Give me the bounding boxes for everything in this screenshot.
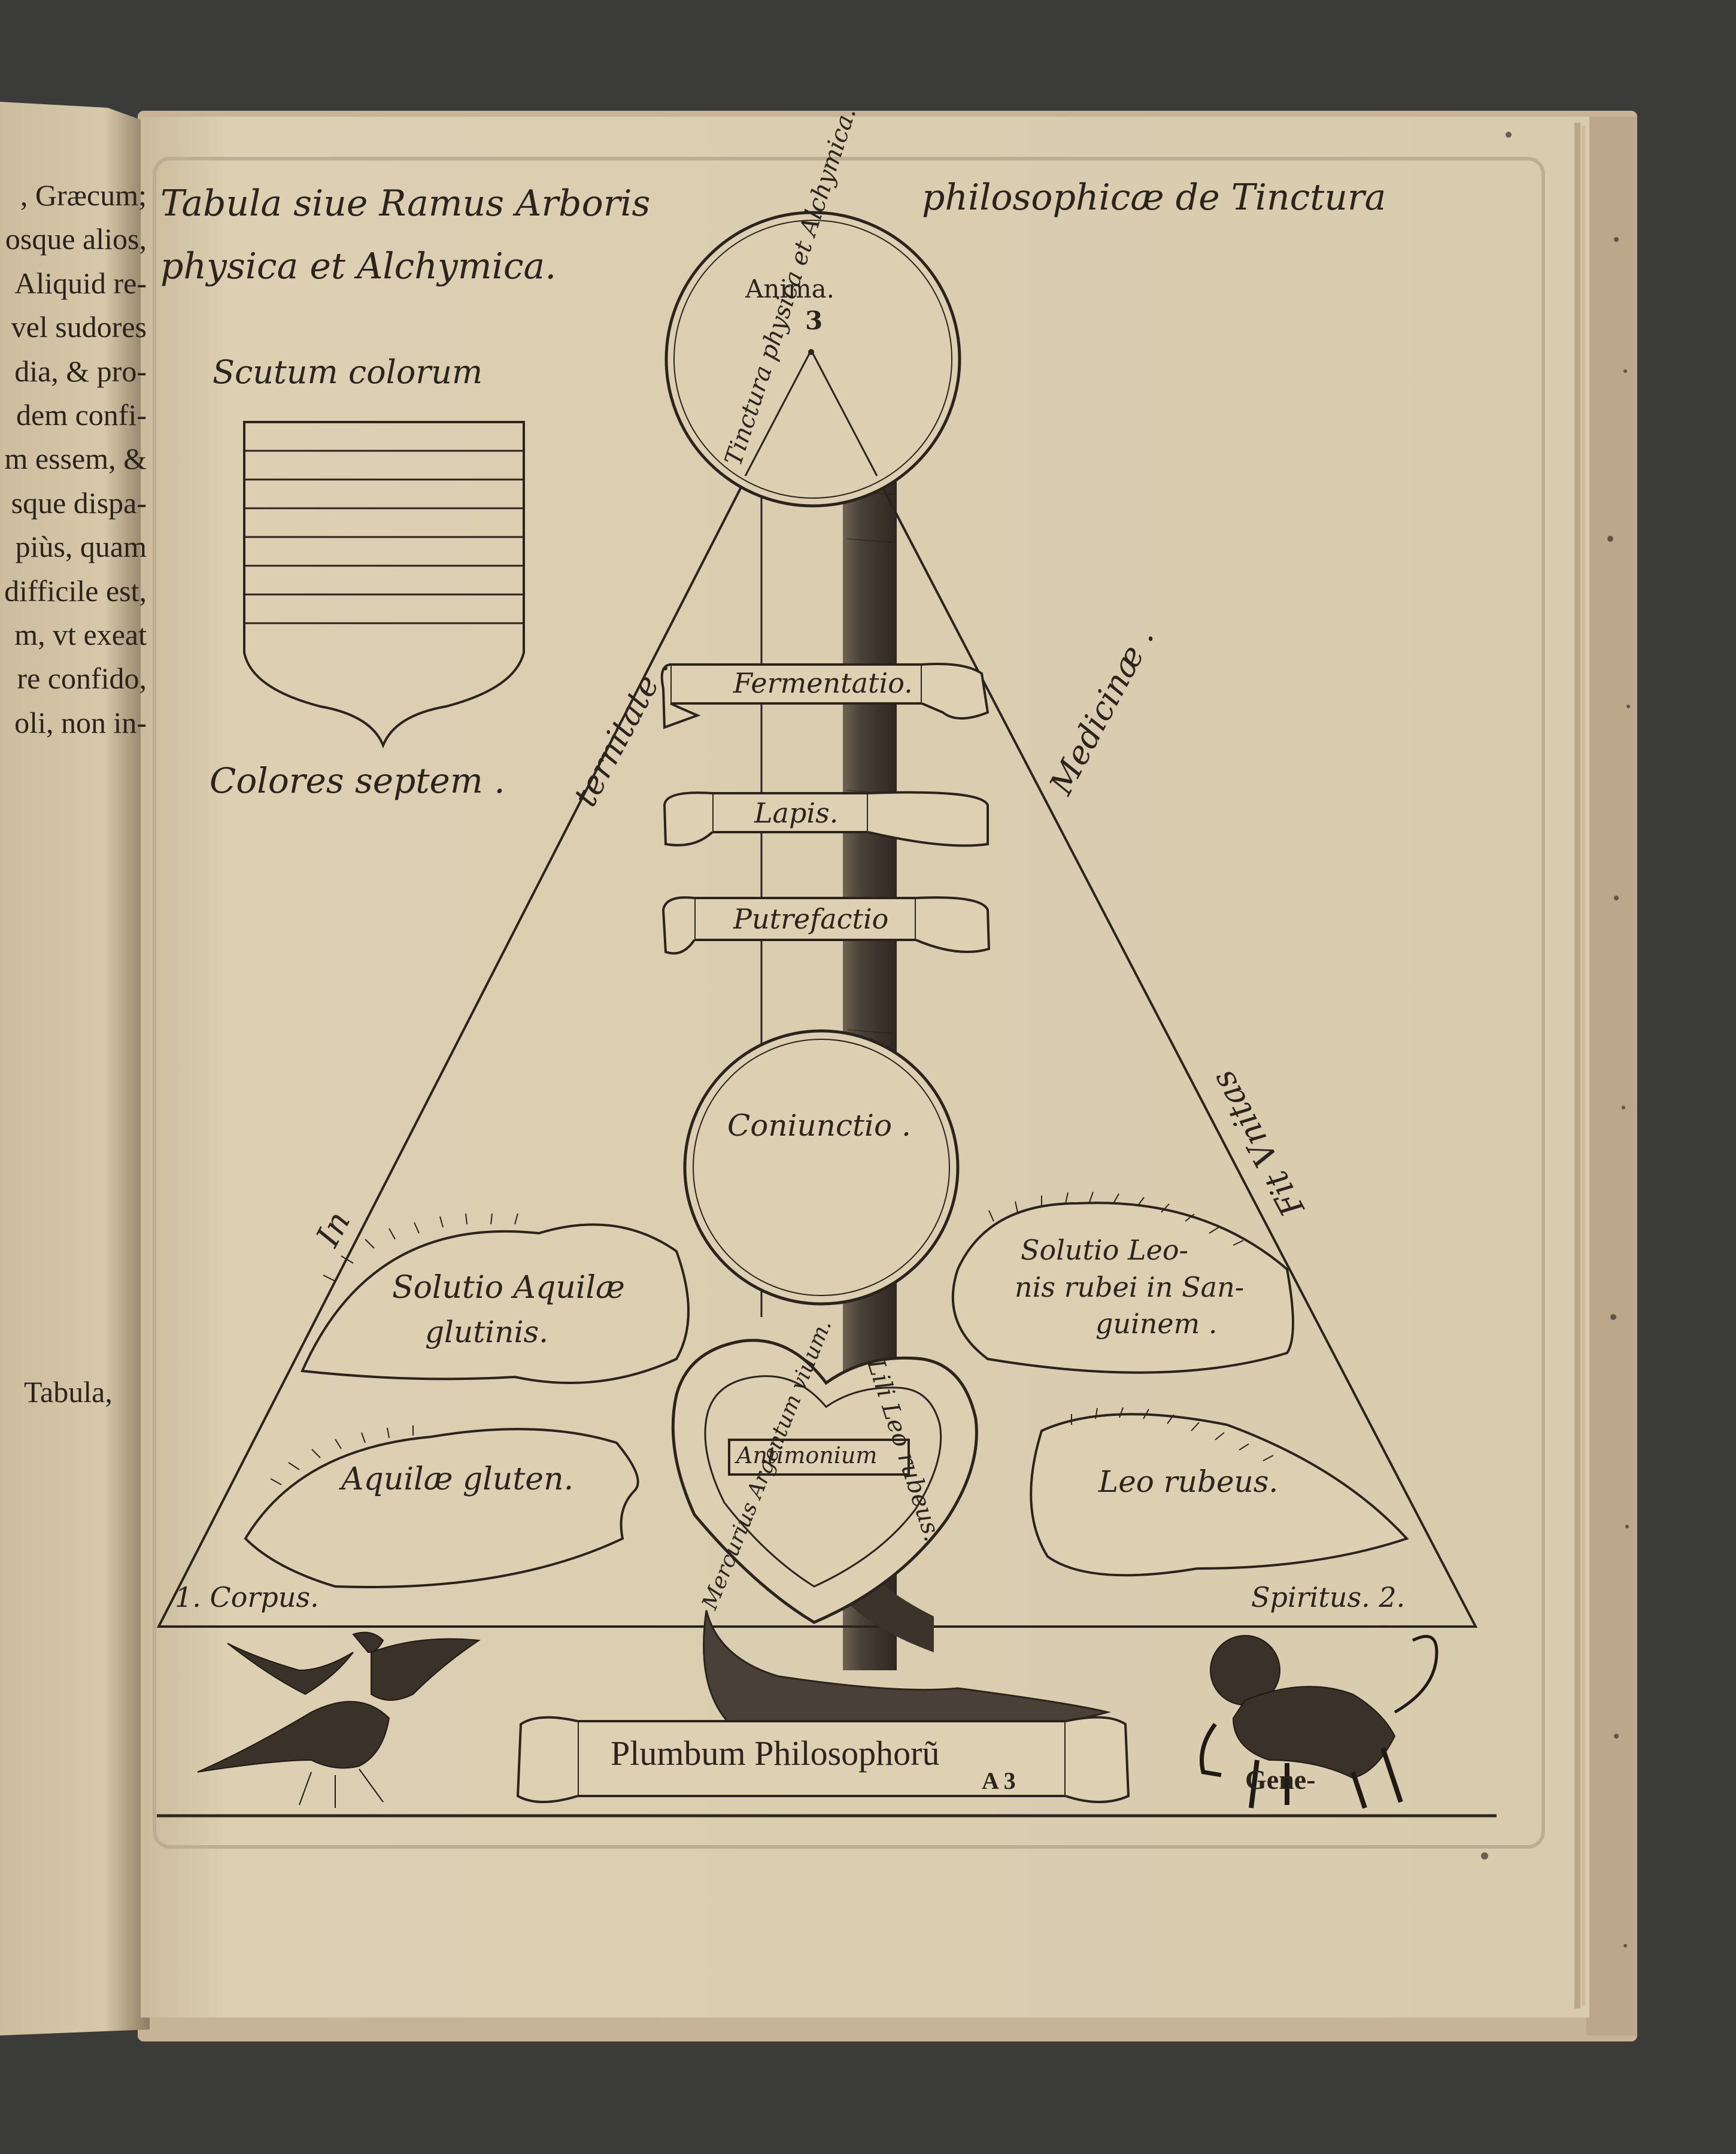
left-catchword: Tabula, [24, 1375, 113, 1409]
wing-lower-left: Aquilæ gluten. [341, 1461, 574, 1497]
left-line: m essem, & [4, 442, 147, 476]
apex-circle-outer [664, 211, 961, 508]
lion-emblem [1200, 1634, 1438, 1809]
shield-outline [243, 421, 525, 749]
shield-title: Scutum colorum [213, 353, 483, 391]
wing-shapes [244, 1202, 1409, 1588]
left-line: vel sudores [11, 310, 147, 344]
coniunctio-label: Coniunctio . [727, 1108, 911, 1143]
heart-outline [671, 1339, 978, 1624]
left-line: osque alios, [5, 222, 147, 256]
title-line-1: Tabula siue Ramus Arboris [160, 183, 651, 224]
scroll-putrefactio: Putrefactio [733, 903, 889, 935]
shield-caption: Colores septem . [210, 760, 505, 801]
left-line: m, vt exeat [14, 618, 147, 652]
root-scroll-label: Plumbum Philosophorũ [611, 1734, 940, 1773]
coniunctio-circle [683, 1029, 960, 1306]
wing-lower-right: Leo rubeus. [1098, 1464, 1279, 1499]
apex-label: Anima. [745, 274, 835, 304]
left-line: oli, non in- [14, 705, 147, 739]
left-line: Aliquid re- [14, 266, 147, 300]
title-right: philosophicæ de Tinctura [922, 177, 1386, 219]
great-triangle [156, 347, 1478, 1628]
catchword: Gene- [1245, 1764, 1316, 1795]
scroll-lapis: Lapis. [754, 797, 839, 829]
left-line: dem confi- [16, 398, 147, 432]
left-line: , Græcum; [20, 178, 147, 212]
corner-left: 1. Corpus. [175, 1581, 319, 1613]
left-line: difficile est, [4, 574, 147, 608]
wing-upper-right-line2: nis rubei in San- [1015, 1271, 1245, 1303]
title-line-2: physica et Alchymica. [160, 245, 557, 287]
left-line: re confido, [17, 662, 147, 696]
shield-stripes [244, 450, 524, 624]
corner-right: Spiritus. 2. [1251, 1581, 1406, 1613]
left-page-text: , Græcum; osque alios, Aliquid re- vel s… [0, 174, 147, 745]
left-line: dia, & pro- [14, 354, 147, 388]
root-scroll-graphic [516, 1716, 1130, 1803]
signature-mark: A 3 [982, 1767, 1016, 1794]
wing-upper-left-line2: glutinis. [425, 1315, 549, 1349]
antimonium-plaque [728, 1439, 910, 1476]
plate-mark [153, 157, 1545, 1849]
wing-upper-left-line1: Solutio Aquilæ [392, 1270, 625, 1306]
left-line: sque dispa- [11, 486, 147, 520]
apex-number: 3 [805, 306, 823, 335]
apex-circle-inner [673, 220, 952, 499]
wing-upper-right-line1: Solutio Leo- [1021, 1234, 1189, 1266]
eagle-emblem [197, 1631, 481, 1808]
left-page [0, 102, 150, 2035]
trunk-scroll-graphics [660, 663, 991, 955]
wing-upper-right-line3: guinem . [1095, 1307, 1218, 1340]
left-line: piùs, quam [15, 530, 147, 564]
scroll-fermentatio: Fermentatio. [733, 667, 913, 699]
antimonium-label: Antimonium [736, 1442, 878, 1469]
